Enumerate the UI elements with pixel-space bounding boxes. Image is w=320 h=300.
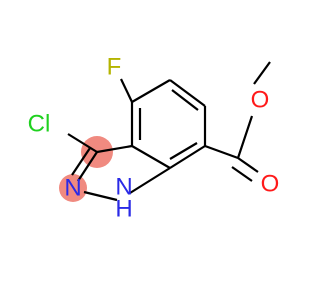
bond-c3-n2-inner: [71, 147, 91, 176]
molecule-structure: F Cl N N H O O: [28, 54, 280, 223]
bond-c3-cl: [67, 133, 98, 153]
bond-carboxyl-oxygen: [236, 115, 254, 159]
nh-nitrogen-label: N: [115, 174, 132, 201]
bond-c3-n2: [77, 151, 98, 182]
bond-c4-f: [120, 78, 133, 103]
bond-benzene-4: [169, 145, 206, 169]
ester-oxygen-label: O: [251, 87, 270, 114]
bond-benzene-2-inner: [171, 89, 199, 111]
bond-benzene-1: [131, 79, 171, 103]
bond-benzene-5: [131, 145, 171, 169]
bond-benzene-4-inner: [169, 142, 198, 160]
bond-oxygen-methyl: [253, 61, 271, 85]
carbonyl-oxygen-label: O: [261, 171, 280, 198]
ring-nitrogen-label: N: [64, 175, 81, 202]
bond-c3a-c3: [96, 144, 133, 154]
hydrogen-label: H: [115, 196, 132, 223]
bond-n2-n1: [83, 190, 118, 202]
bond-n1-c7a: [129, 167, 171, 194]
chlorine-label: Cl: [28, 111, 51, 138]
bond-benzene-2: [169, 79, 206, 107]
atom-labels: F Cl N N H O O: [28, 54, 280, 223]
bond-carbonyl-outer: [237, 157, 259, 173]
bonds: [67, 61, 271, 202]
bond-ring-carboxyl: [204, 144, 239, 160]
fluorine-label: F: [107, 54, 122, 81]
bond-carbonyl-inner: [231, 166, 253, 182]
